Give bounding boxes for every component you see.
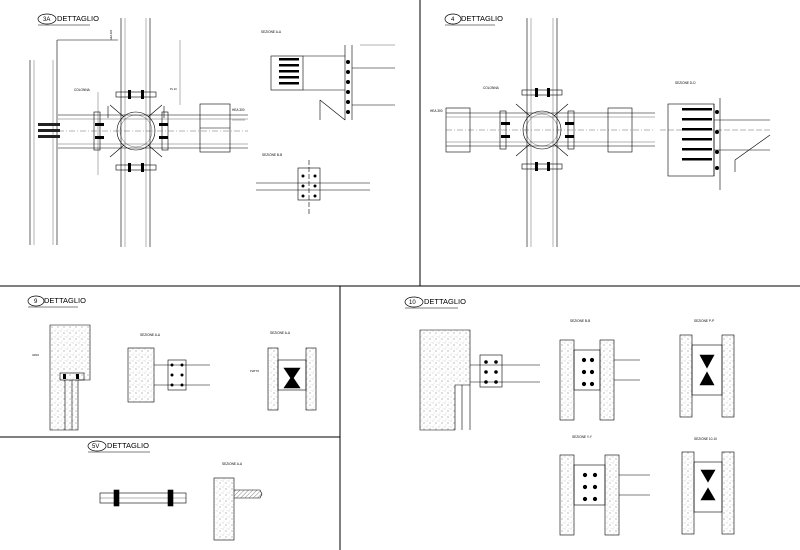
label-hea: HEA 300 xyxy=(430,109,443,113)
section-bb-3a xyxy=(256,160,370,215)
section-10p-title: SEZIONE P-P xyxy=(694,319,714,323)
node-3a xyxy=(29,18,248,247)
label-colonna: COLONNA xyxy=(74,88,91,92)
section-aa-title: SEZIONE A-A xyxy=(261,30,282,34)
section-10q xyxy=(681,451,735,535)
section-10p xyxy=(679,334,735,418)
detail-number: 10 xyxy=(409,300,416,306)
detail-number: 3A xyxy=(43,17,50,23)
bolts-aa-3a xyxy=(279,58,350,114)
section-10b-title: SEZIONE B-B xyxy=(570,319,590,323)
label-pl: PL 10 xyxy=(170,87,177,91)
detail-title-5v: 5V DETTAGLIO xyxy=(87,440,150,453)
detail-number: 4 xyxy=(451,17,455,23)
detail-number: 5V xyxy=(92,444,99,450)
bolts-dd xyxy=(682,108,719,170)
section-5va xyxy=(213,477,263,541)
section-10b xyxy=(559,339,640,421)
bolts-3a xyxy=(38,90,168,172)
detail-title: DETTAGLIO xyxy=(57,14,99,23)
node-4 xyxy=(445,18,655,247)
detail-title-10: 10 DETTAGLIO xyxy=(404,296,466,309)
section-bb-title: SEZIONE B-B xyxy=(262,153,282,157)
detail-title-3a: 3A DETTAGLIO xyxy=(37,13,99,26)
section-aa-3a xyxy=(270,44,395,121)
label-hea: HEA 300 xyxy=(232,108,245,112)
detail-title-9: 9 DETTAGLIO xyxy=(27,295,86,308)
section-9a xyxy=(127,347,210,403)
detail-title: DETTAGLIO xyxy=(44,296,86,305)
section-9a-title: SEZIONE A-A xyxy=(140,333,161,337)
detail-number: 9 xyxy=(34,299,38,305)
section-9b xyxy=(267,347,317,411)
label-colonna: COLONNA xyxy=(483,86,500,90)
label-piatto: PIATTO xyxy=(250,369,259,373)
section-dd-title: SEZIONE D-D xyxy=(675,81,696,85)
section-10y xyxy=(559,454,650,536)
detail-title: DETTAGLIO xyxy=(107,441,149,450)
section-10q-title: SEZIONE 10-10 xyxy=(694,437,717,441)
bolts-bb-3a xyxy=(301,174,317,198)
detail-title: DETTAGLIO xyxy=(461,14,503,23)
detail-5v-beam xyxy=(99,489,187,507)
section-10y-title: SEZIONE Y-Y xyxy=(572,435,593,439)
detail-10-wall xyxy=(419,329,540,431)
section-9b-title: SEZIONE A-A xyxy=(270,331,291,335)
label-vano: VANO xyxy=(32,353,39,357)
detail-title: DETTAGLIO xyxy=(424,297,466,306)
section-dd xyxy=(660,98,771,190)
label-hea-vertical: HEA 300 xyxy=(109,29,113,40)
detail-9-wall: VANO xyxy=(32,324,91,431)
section-5va-title: SEZIONE A-A xyxy=(222,462,243,466)
bolts-9a xyxy=(170,363,184,387)
bolts-4 xyxy=(501,88,574,171)
detail-title-4: 4 DETTAGLIO xyxy=(444,13,503,26)
